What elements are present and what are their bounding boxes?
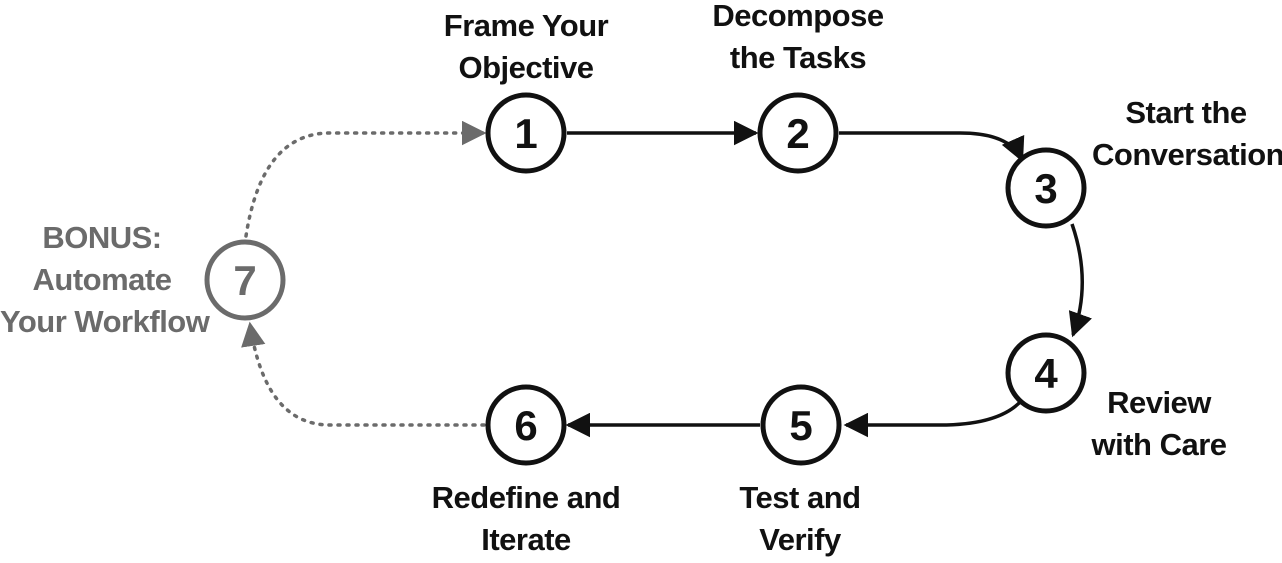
step-7-label: BONUS: Automate Your Workflow xyxy=(0,217,210,343)
step-2-label-line-1: Decompose xyxy=(712,0,884,33)
step-6-label: Redefine and Iterate xyxy=(416,477,636,561)
step-1-number: 1 xyxy=(514,110,537,157)
step-4-label-line-2: with Care xyxy=(1091,427,1227,462)
step-7-node: 7 xyxy=(204,239,286,321)
step-7-label-line-2: Automate xyxy=(32,262,172,297)
step-1-label-line-1: Frame Your xyxy=(443,8,609,43)
step-3-label: Start the Conversation xyxy=(1092,92,1282,176)
step-2-label-line-2: the Tasks xyxy=(729,40,867,75)
step-6-label-line-2: Iterate xyxy=(481,522,571,557)
connector-3-to-4 xyxy=(1068,223,1092,338)
connector-7-to-1 xyxy=(244,120,487,238)
step-2-number: 2 xyxy=(786,110,809,157)
step-6-number: 6 xyxy=(514,402,537,449)
step-2-label: Decompose the Tasks xyxy=(698,0,898,79)
step-2-node: 2 xyxy=(757,92,839,174)
step-6-node: 6 xyxy=(485,384,567,466)
step-1-node: 1 xyxy=(485,92,567,174)
step-5-number: 5 xyxy=(789,402,812,449)
step-7-number: 7 xyxy=(233,257,256,304)
step-7-label-line-1: BONUS: xyxy=(42,220,162,255)
connector-4-to-5 xyxy=(843,398,1024,438)
step-6-label-line-1: Redefine and xyxy=(431,480,621,515)
step-3-number: 3 xyxy=(1034,165,1057,212)
step-5-node: 5 xyxy=(760,384,842,466)
step-4-node: 4 xyxy=(1005,332,1087,414)
step-1-label-line-2: Objective xyxy=(458,50,594,85)
step-5-label-line-2: Verify xyxy=(759,522,841,557)
step-3-node: 3 xyxy=(1005,147,1087,229)
connector-2-to-3 xyxy=(839,131,1025,163)
step-7-label-line-3: Your Workflow xyxy=(0,304,210,339)
step-3-label-line-1: Start the xyxy=(1125,95,1247,130)
connector-6-to-7 xyxy=(241,321,486,427)
step-4-label: Review with Care xyxy=(1079,382,1239,466)
step-3-label-line-2: Conversation xyxy=(1092,137,1282,172)
step-4-label-line-1: Review xyxy=(1107,385,1211,420)
step-5-label-line-1: Test and xyxy=(739,480,861,515)
step-4-number: 4 xyxy=(1034,350,1058,397)
step-1-label: Frame Your Objective xyxy=(426,5,626,89)
step-5-label: Test and Verify xyxy=(700,477,900,561)
